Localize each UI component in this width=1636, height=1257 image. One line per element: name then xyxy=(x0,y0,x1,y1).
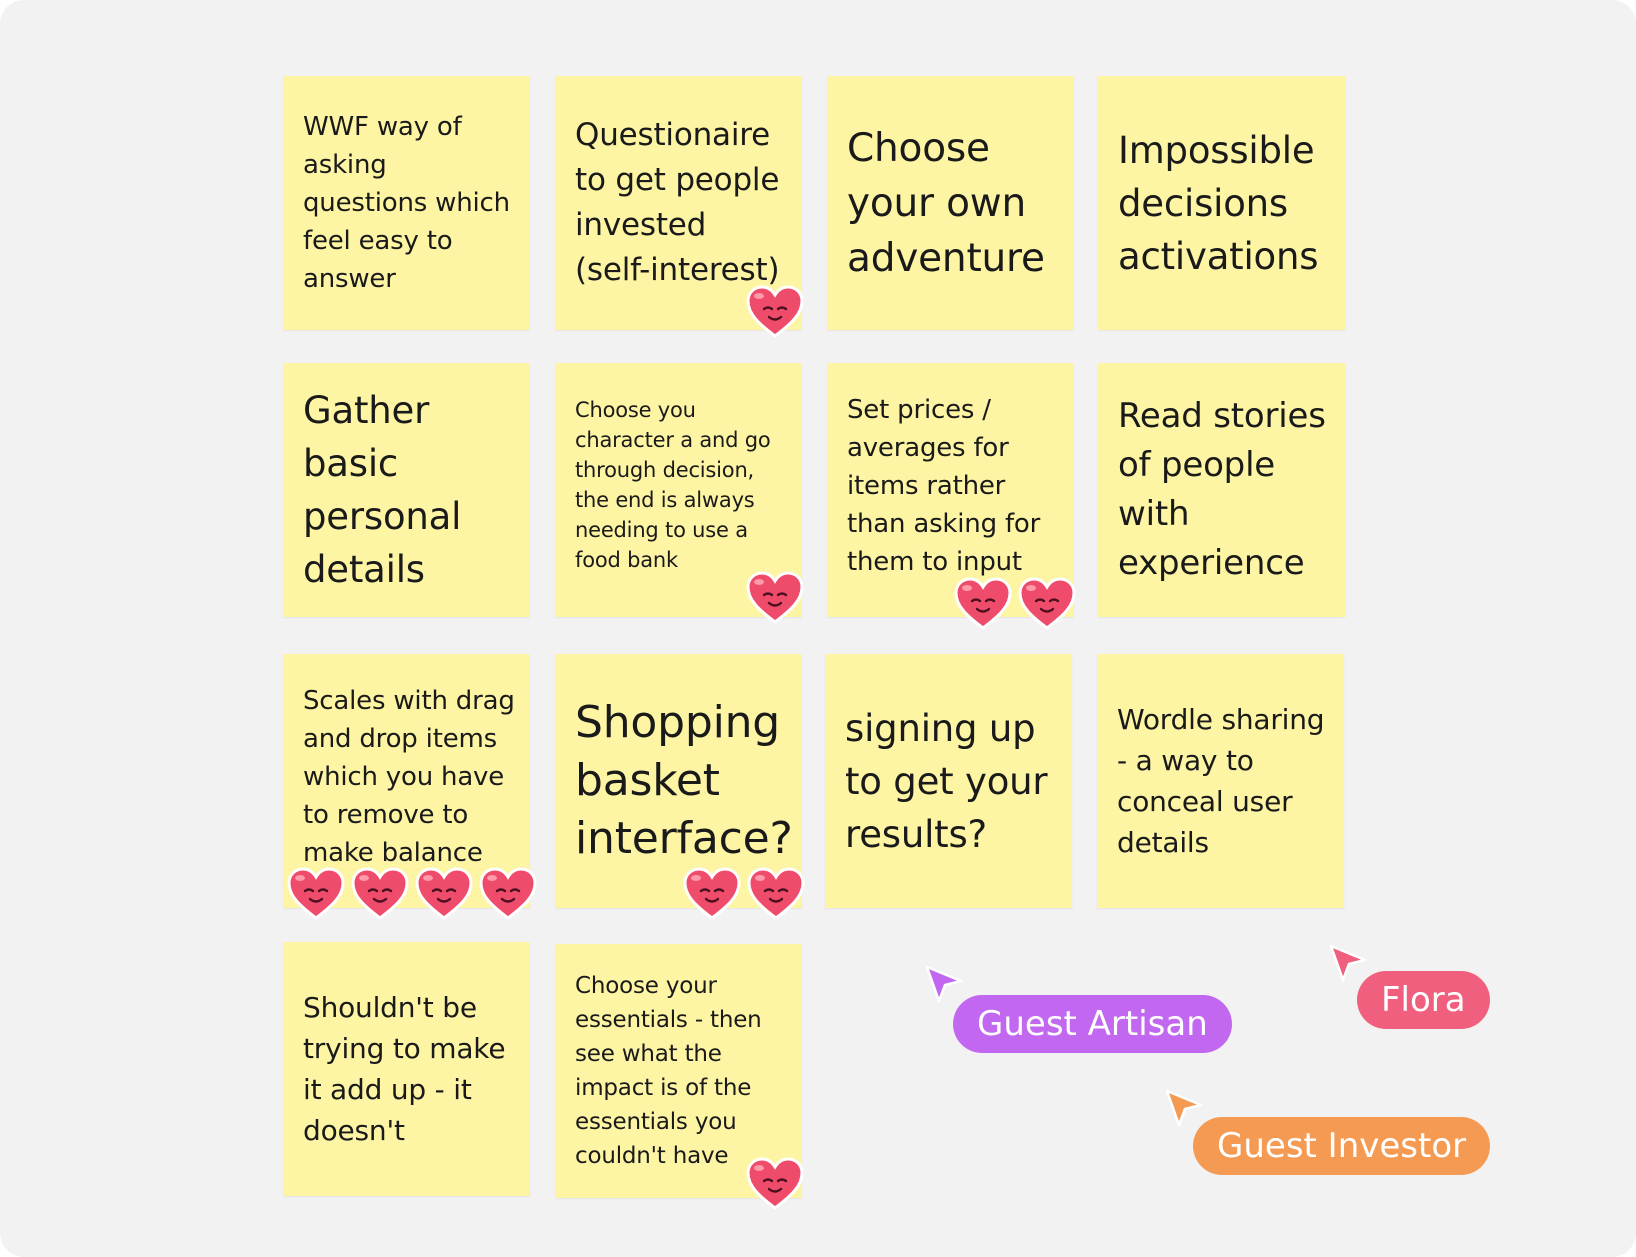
heart-face-icon[interactable] xyxy=(286,866,346,922)
sticky-note-text: Read stories of people with experience xyxy=(1118,396,1326,583)
reactions[interactable] xyxy=(286,866,538,922)
sticky-note-text: Questionaire to get people invested (sel… xyxy=(575,117,780,288)
sticky-note-text: Shopping basket interface? xyxy=(575,697,793,864)
sticky-note[interactable]: Scales with drag and drop items which yo… xyxy=(283,654,530,908)
reactions[interactable] xyxy=(745,1156,805,1212)
reactions[interactable] xyxy=(745,284,805,340)
heart-face-icon[interactable] xyxy=(478,866,538,922)
sticky-note-text: Choose you character a and go through de… xyxy=(575,398,771,572)
sticky-note-text: Shouldn't be trying to make it add up - … xyxy=(303,991,506,1147)
sticky-note[interactable]: WWF way of asking questions which feel e… xyxy=(283,76,530,330)
sticky-note-text: WWF way of asking questions which feel e… xyxy=(303,112,510,294)
sticky-note-text: Wordle sharing - a way to conceal user d… xyxy=(1117,703,1325,859)
sticky-note[interactable]: Choose you character a and go through de… xyxy=(555,363,802,617)
sticky-note[interactable]: Wordle sharing - a way to conceal user d… xyxy=(1097,654,1344,908)
collaborator-label-flora: Flora xyxy=(1357,971,1490,1029)
collaborator-label-guest-artisan: Guest Artisan xyxy=(953,995,1232,1053)
cursor-arrow-icon xyxy=(1164,1088,1204,1128)
cursor-arrow-icon xyxy=(924,964,964,1004)
sticky-note-text: Impossible decisions activations xyxy=(1118,128,1319,278)
reactions[interactable] xyxy=(682,866,806,922)
heart-face-icon[interactable] xyxy=(414,866,474,922)
sticky-note[interactable]: Shopping basket interface? xyxy=(555,654,802,908)
sticky-note-text: Choose your essentials - then see what t… xyxy=(575,973,762,1169)
sticky-note-text: Scales with drag and drop items which yo… xyxy=(303,686,515,868)
sticky-note[interactable]: Choose your own adventure xyxy=(827,76,1074,330)
heart-face-icon[interactable] xyxy=(953,576,1013,632)
sticky-note-text: signing up to get your results? xyxy=(845,706,1048,856)
collaborator-label-guest-investor: Guest Investor xyxy=(1193,1117,1491,1175)
heart-face-icon[interactable] xyxy=(745,1156,805,1212)
sticky-note[interactable]: Shouldn't be trying to make it add up - … xyxy=(283,942,530,1196)
sticky-note[interactable]: Choose your essentials - then see what t… xyxy=(555,944,802,1198)
heart-face-icon[interactable] xyxy=(746,866,806,922)
sticky-note-text: Gather basic personal details xyxy=(303,389,462,591)
reactions[interactable] xyxy=(953,576,1077,632)
sticky-note-text: Choose your own adventure xyxy=(847,125,1045,281)
sticky-note[interactable]: Impossible decisions activations xyxy=(1098,76,1345,330)
heart-face-icon[interactable] xyxy=(745,570,805,626)
heart-face-icon[interactable] xyxy=(350,866,410,922)
heart-face-icon[interactable] xyxy=(745,284,805,340)
sticky-note[interactable]: Questionaire to get people invested (sel… xyxy=(555,76,802,330)
reactions[interactable] xyxy=(745,570,805,626)
sticky-note[interactable]: signing up to get your results? xyxy=(825,654,1072,908)
heart-face-icon[interactable] xyxy=(1017,576,1077,632)
sticky-note[interactable]: Gather basic personal details xyxy=(283,363,530,617)
sticky-note[interactable]: Read stories of people with experience xyxy=(1098,363,1345,617)
sticky-note-text: Set prices / averages for items rather t… xyxy=(847,395,1041,577)
cursor-arrow-icon xyxy=(1328,943,1368,983)
heart-face-icon[interactable] xyxy=(682,866,742,922)
sticky-note[interactable]: Set prices / averages for items rather t… xyxy=(827,363,1074,617)
